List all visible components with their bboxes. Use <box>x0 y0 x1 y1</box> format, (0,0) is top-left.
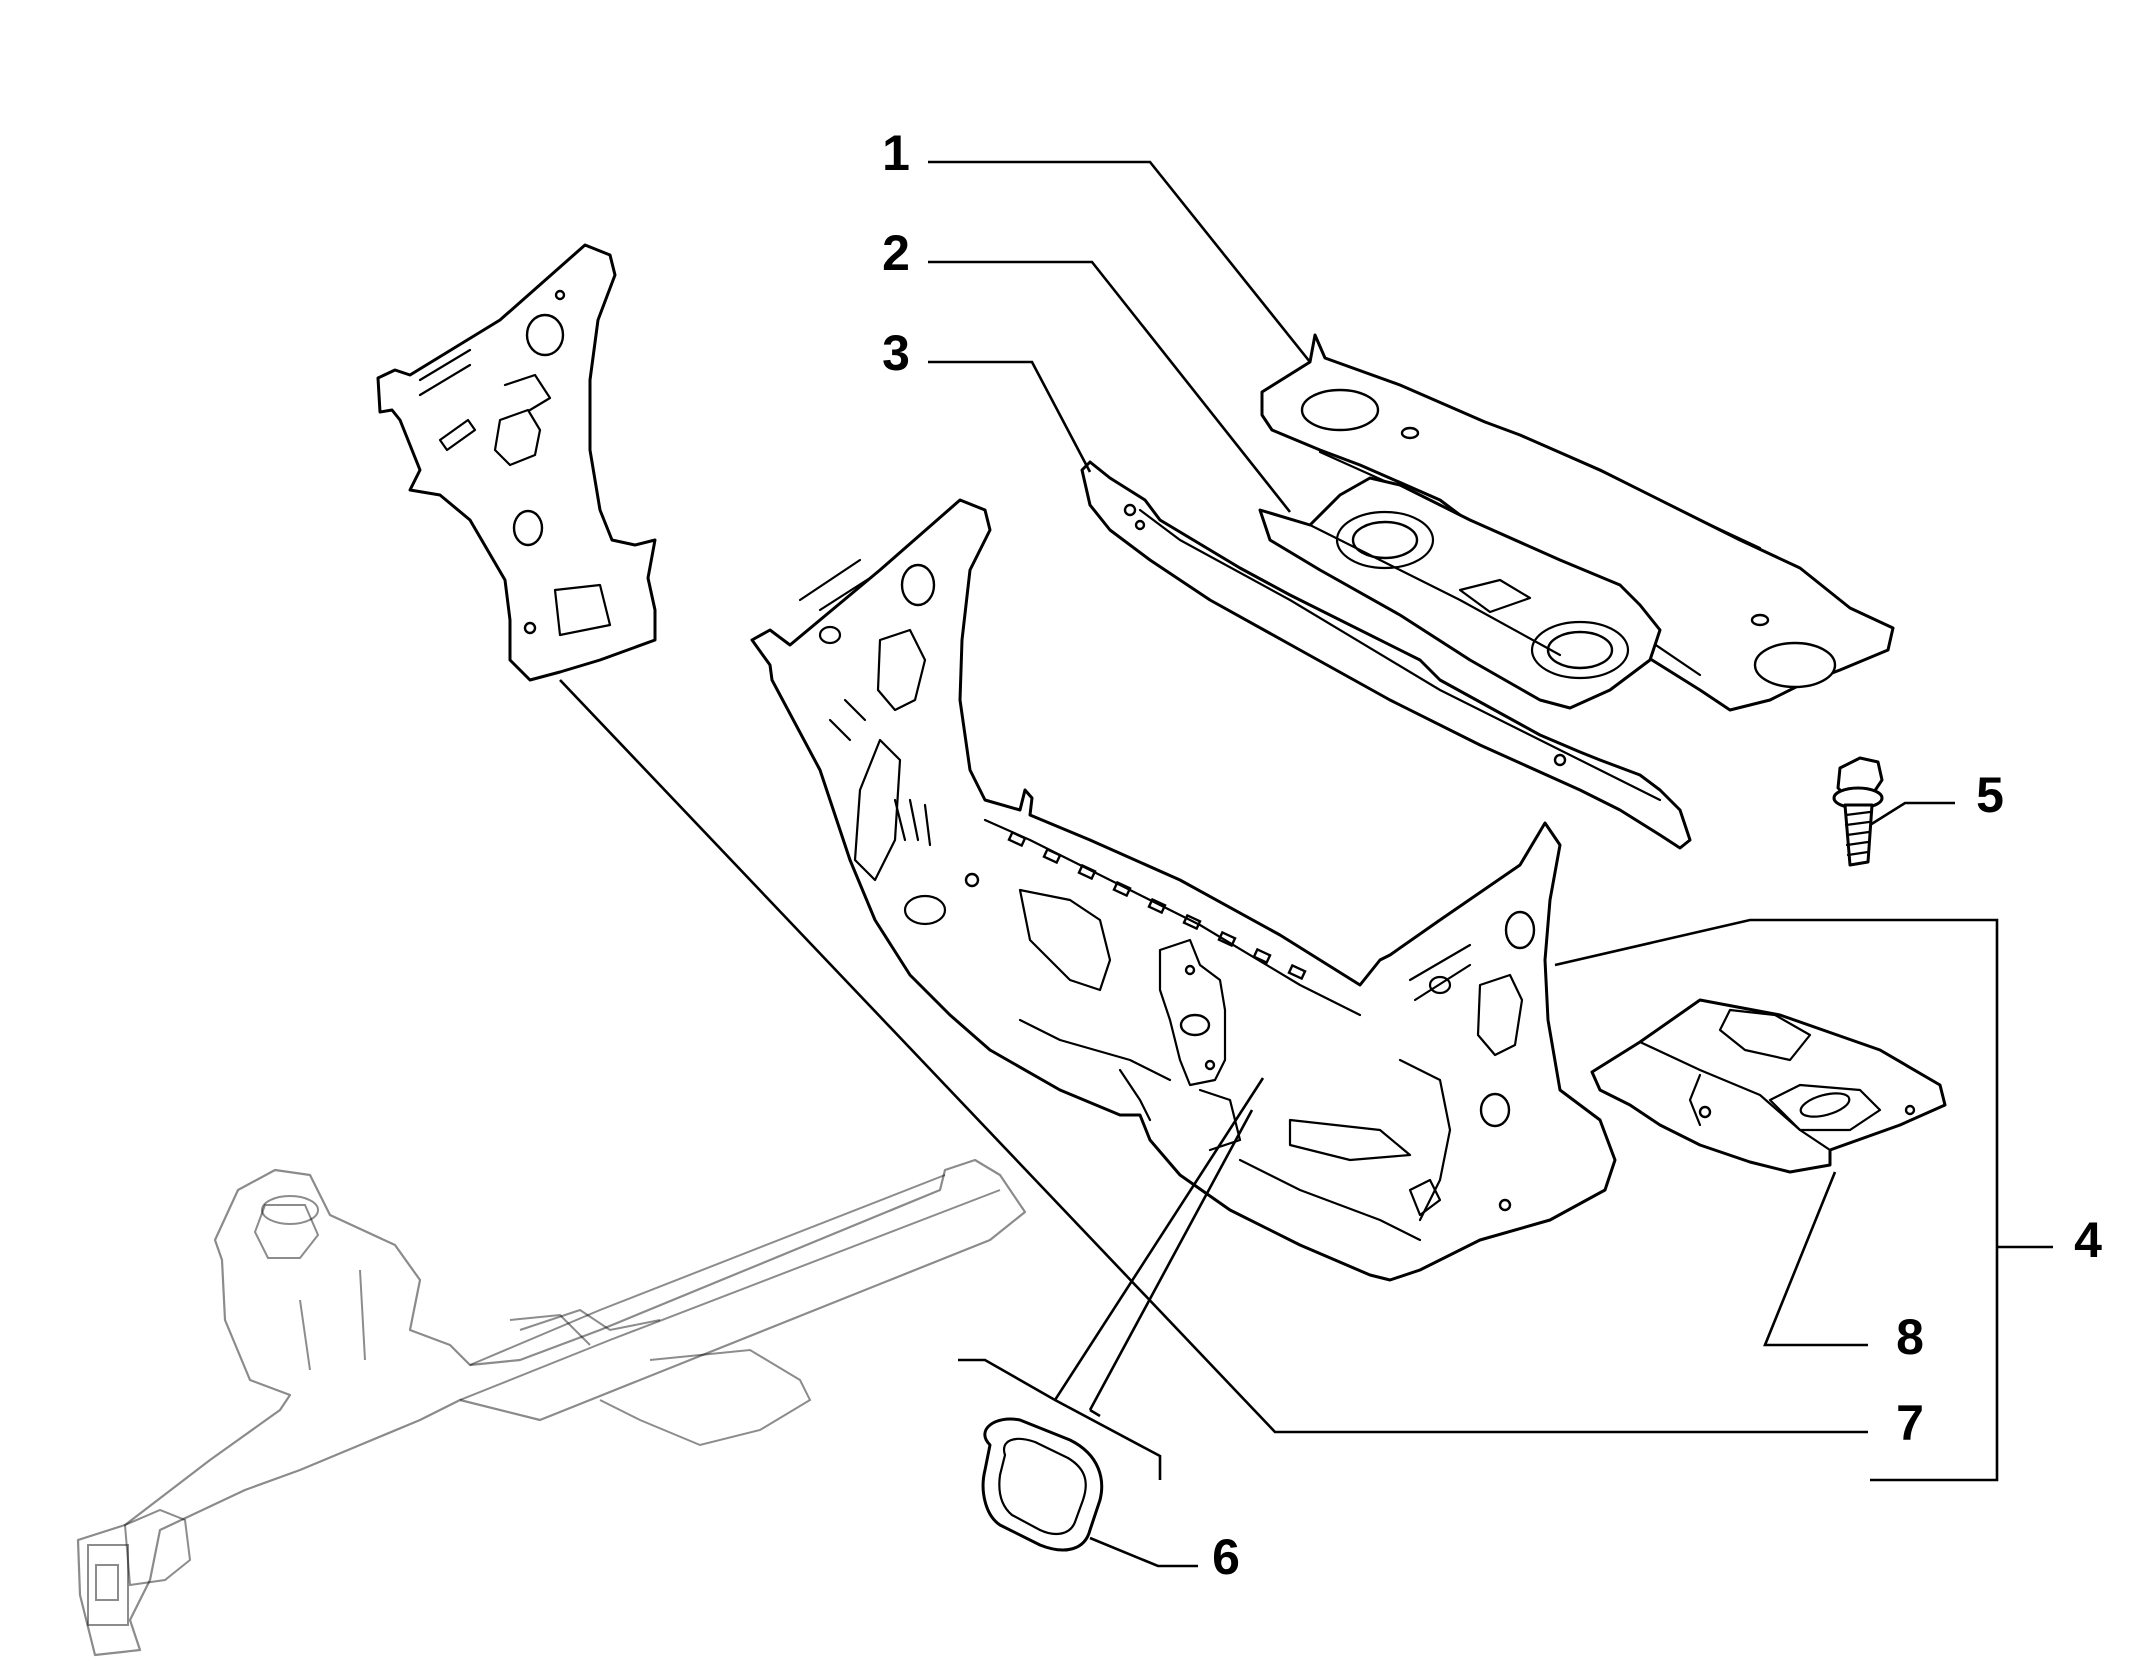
dashboard-bulkhead-assembly[interactable] <box>750 498 1617 1282</box>
rubber-grommet-plug[interactable] <box>981 1417 1104 1552</box>
dash-reinforcement-panel[interactable] <box>1258 476 1662 710</box>
crossmember-bracket[interactable] <box>1080 460 1692 850</box>
floor-cover-plate[interactable] <box>1590 998 1947 1174</box>
callout-3[interactable]: 3 <box>882 325 910 381</box>
flanged-bolt[interactable] <box>1832 756 1884 867</box>
callout-5[interactable]: 5 <box>1976 767 2004 823</box>
chassis-floor-context <box>76 1158 1027 1657</box>
ridge-slots <box>1007 830 1307 981</box>
callout-2[interactable]: 2 <box>882 225 910 281</box>
leader-lines <box>559 160 2053 1568</box>
side-pillar-reinforcement[interactable] <box>376 243 657 682</box>
callout-1[interactable]: 1 <box>882 125 910 181</box>
callout-8[interactable]: 8 <box>1896 1309 1924 1365</box>
callout-6[interactable]: 6 <box>1212 1529 1240 1585</box>
callout-4[interactable]: 4 <box>2074 1212 2102 1268</box>
callout-7[interactable]: 7 <box>1896 1395 1924 1451</box>
